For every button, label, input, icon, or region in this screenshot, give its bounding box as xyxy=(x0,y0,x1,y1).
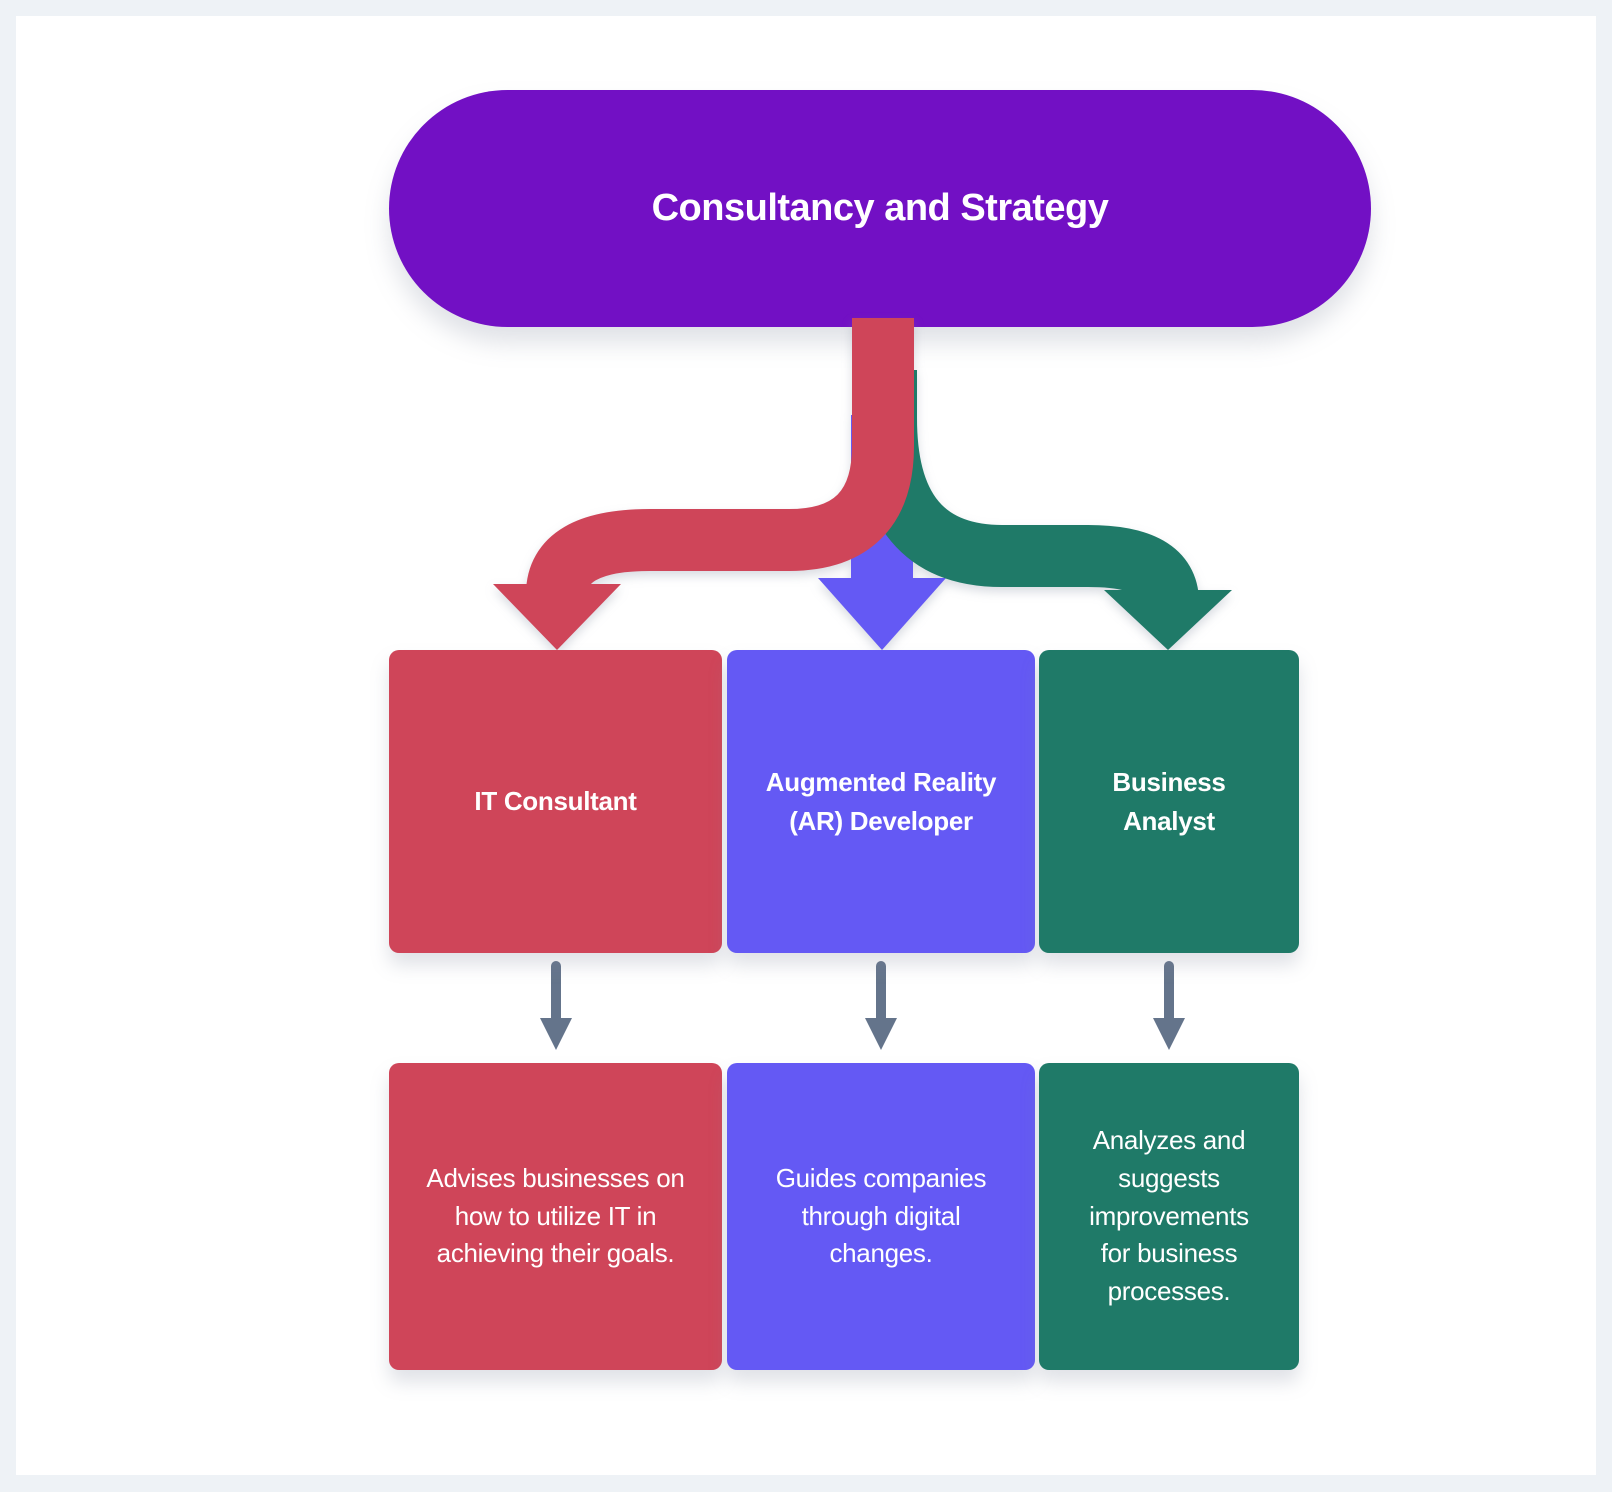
node-description: Guides companies through digital changes… xyxy=(775,1162,987,1269)
node-business-analyst[interactable]: Business Analyst xyxy=(1039,650,1299,953)
node-ar-developer[interactable]: Augmented Reality (AR) Developer xyxy=(727,650,1035,953)
node-title: Business Analyst xyxy=(1112,766,1226,836)
node-title: IT Consultant xyxy=(474,786,637,816)
node-title: Augmented Reality (AR) Developer xyxy=(765,766,997,836)
root-node[interactable]: Consultancy and Strategy xyxy=(389,90,1371,327)
root-node-label: Consultancy and Strategy xyxy=(651,187,1109,229)
node-ar-developer-description[interactable]: Guides companies through digital changes… xyxy=(727,1063,1035,1370)
node-it-consultant-description[interactable]: Advises businesses on how to utilize IT … xyxy=(389,1063,722,1370)
node-it-consultant[interactable]: IT Consultant xyxy=(389,650,722,953)
node-business-analyst-description[interactable]: Analyzes and suggests improvements for b… xyxy=(1039,1063,1299,1370)
node-description: Analyzes and suggests improvements for b… xyxy=(1089,1124,1249,1307)
node-description: Advises businesses on how to utilize IT … xyxy=(426,1162,685,1269)
